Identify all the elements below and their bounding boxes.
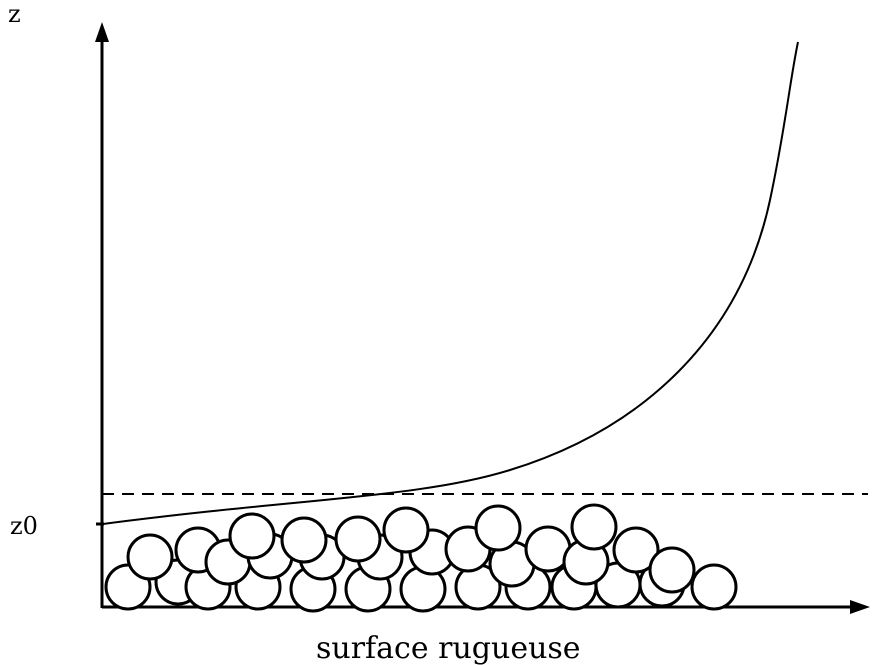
surface-grain (612, 526, 660, 574)
surface-grain (570, 503, 618, 551)
z-axis-label: z (8, 0, 21, 28)
rough-surface-grains (104, 503, 738, 613)
x-axis-arrowhead (850, 600, 870, 614)
surface-grain (690, 563, 738, 611)
surface-grain (334, 515, 382, 563)
surface-grain (280, 516, 328, 564)
z-axis-arrowhead (95, 22, 109, 42)
surface-grain (382, 506, 430, 554)
surface-caption: surface rugueuse (316, 631, 581, 665)
surface-grain (648, 546, 696, 594)
z0-label: z0 (10, 512, 38, 540)
surface-grain (474, 504, 522, 552)
surface-grain (126, 533, 174, 581)
wind-profile-curve (102, 41, 799, 525)
surface-grain (228, 512, 276, 560)
